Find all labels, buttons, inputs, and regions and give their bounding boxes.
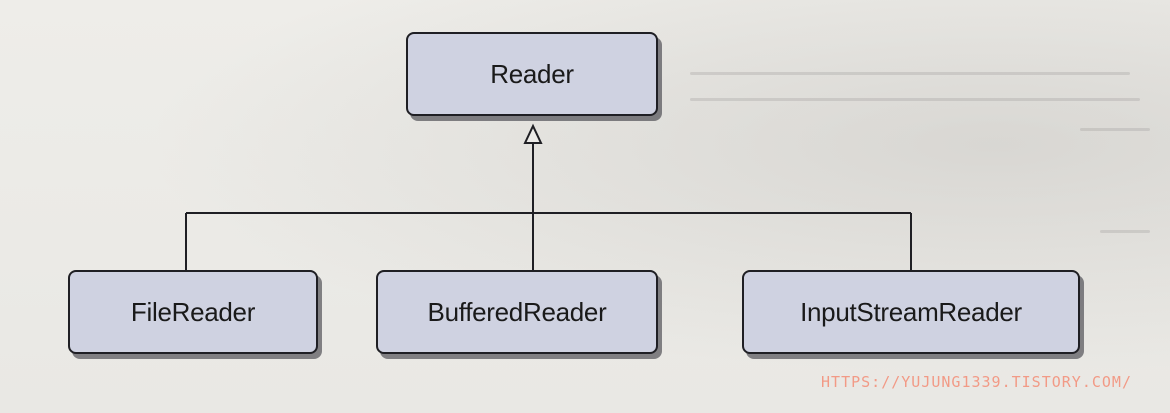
node-filereader-label: FileReader xyxy=(130,296,256,327)
node-inputstreamreader: InputStreamReader xyxy=(742,270,1080,354)
bleed-through-text-line xyxy=(690,98,1140,101)
node-bufferedreader-label: BufferedReader xyxy=(427,296,607,327)
node-inputstreamreader-label: InputStreamReader xyxy=(800,296,1022,327)
bleed-through-text-line xyxy=(1080,128,1150,131)
node-reader-label: Reader xyxy=(490,58,574,89)
inheritance-arrowhead-icon xyxy=(523,123,543,144)
bleed-through-text-line xyxy=(690,72,1130,75)
node-reader: Reader xyxy=(406,32,658,116)
bleed-through-text-line xyxy=(1100,230,1150,233)
watermark-url: HTTPS://YUJUNG1339.TISTORY.COM/ xyxy=(821,373,1132,391)
node-filereader: FileReader xyxy=(68,270,318,354)
node-bufferedreader: BufferedReader xyxy=(376,270,658,354)
